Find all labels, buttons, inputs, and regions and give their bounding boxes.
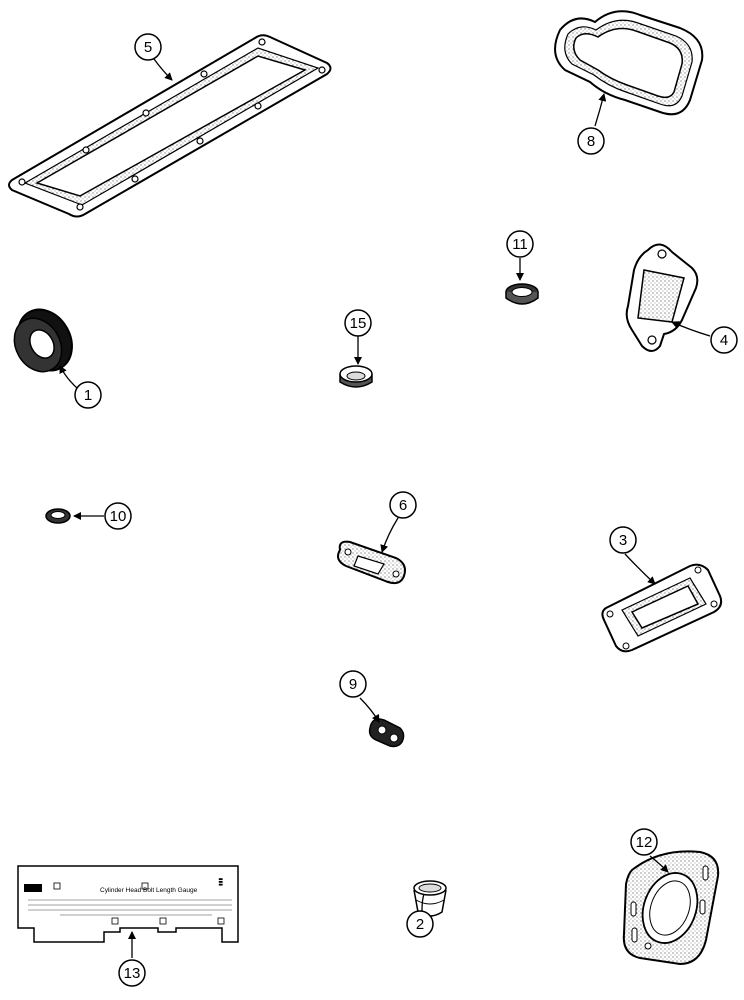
callout-number: 5: [144, 39, 152, 56]
callouts: 5 8 11 4 15 1 10 6 3 9 12 2 13: [74, 33, 738, 987]
manifold-gasket-3: [601, 563, 723, 653]
callout-number: 3: [619, 532, 627, 549]
callout-circle: [134, 33, 162, 61]
callout-circle: [344, 309, 372, 337]
callout-8: 8: [577, 127, 605, 155]
callout-circle: [74, 381, 102, 409]
exhaust-gasket-4: [625, 243, 699, 352]
callout-circle: [118, 959, 146, 987]
callout-number: 8: [587, 133, 595, 150]
valve-cover-gasket-long: [8, 34, 332, 218]
callout-circle: [339, 670, 367, 698]
callout-circle: [710, 326, 738, 354]
gauge-fine-print: [28, 899, 232, 916]
callout-number: 1: [84, 387, 92, 404]
seal-ring-small-11: [505, 283, 539, 305]
callout-13: 13: [118, 959, 146, 987]
exhaust-flange-gasket-12: [622, 850, 720, 966]
callout-number: 12: [636, 834, 653, 851]
callout-number: 9: [349, 676, 357, 693]
callout-number: 13: [124, 965, 141, 982]
callout-12: 12: [630, 828, 658, 856]
leader-lines: [59, 58, 711, 958]
callout-2: 2: [406, 910, 434, 938]
bolt-length-gauge-13: Cylinder Head Bolt Length Gauge ▮▮▮: [17, 865, 239, 943]
callout-circle: [104, 502, 132, 530]
callout-15: 15: [344, 309, 372, 337]
crankshaft-seal-1: [13, 308, 73, 373]
callout-number: 10: [110, 508, 127, 525]
callout-4: 4: [710, 326, 738, 354]
callout-circle: [630, 828, 658, 856]
seal-ring-10: [45, 508, 71, 524]
callout-number: 15: [350, 315, 367, 332]
callout-circle: [506, 230, 534, 258]
callout-1: 1: [74, 381, 102, 409]
gauge-title: Cylinder Head Bolt Length Gauge: [100, 887, 198, 894]
callout-3: 3: [609, 526, 637, 554]
callout-number: 4: [720, 332, 728, 349]
callout-number: 11: [512, 236, 528, 253]
gauge-mark-1: [24, 884, 42, 892]
clip-9: [368, 718, 405, 748]
flange-gasket-6: [337, 540, 406, 585]
plug-15: [339, 365, 373, 388]
callout-circle: [577, 127, 605, 155]
rocker-cover-gasket: [554, 10, 704, 116]
callout-11: 11: [506, 230, 534, 258]
callout-6: 6: [389, 491, 417, 519]
callout-circle: [389, 491, 417, 519]
callout-number: 6: [399, 497, 407, 514]
callout-5: 5: [134, 33, 162, 61]
callout-circle: [406, 910, 434, 938]
callout-circle: [609, 526, 637, 554]
callout-9: 9: [339, 670, 367, 698]
gauge-vertical-mark: ▮▮▮: [218, 877, 224, 886]
callout-10: 10: [104, 502, 132, 530]
callout-number: 2: [416, 916, 424, 933]
